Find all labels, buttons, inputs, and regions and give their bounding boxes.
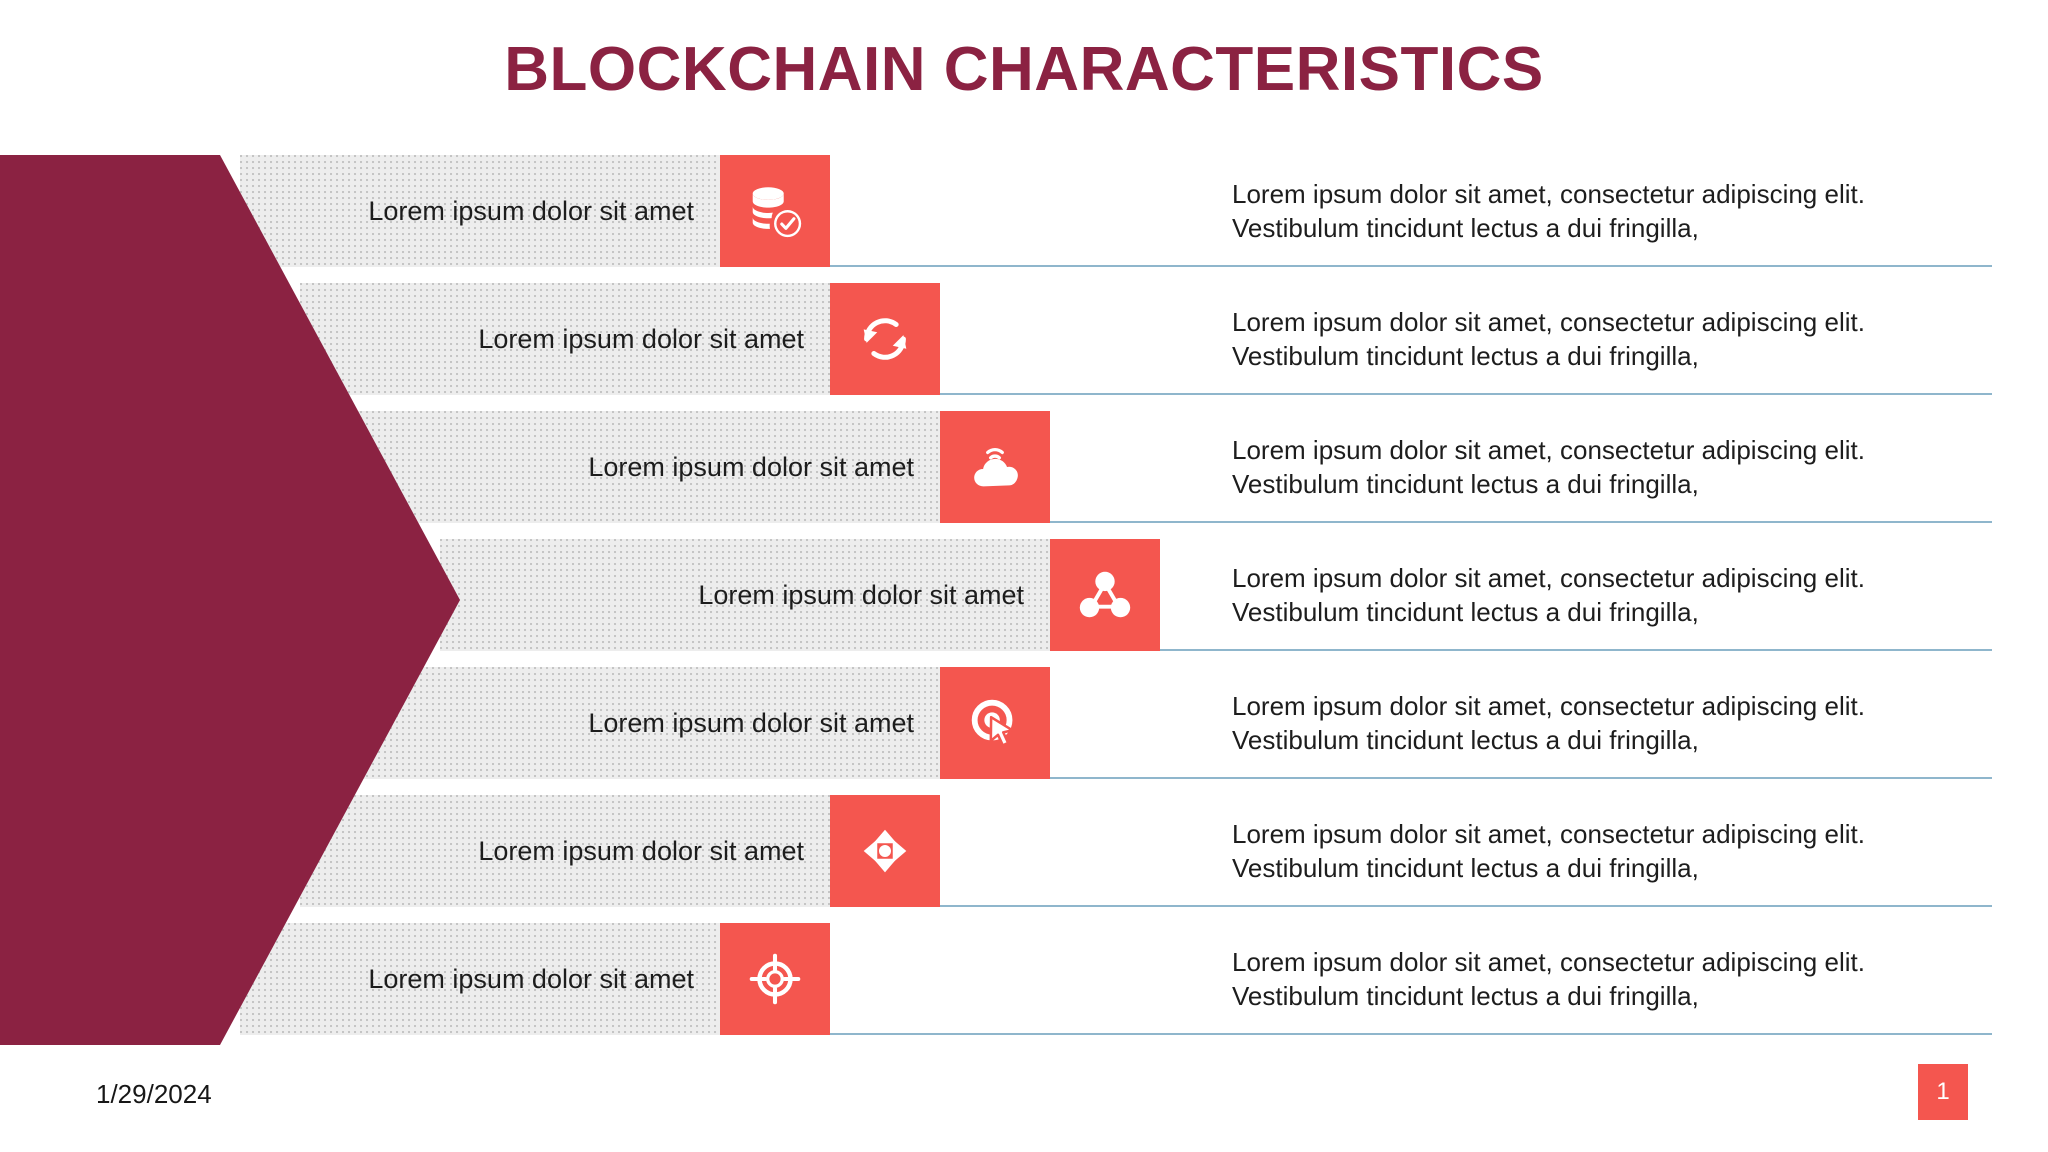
row-label: Lorem ipsum dolor sit amet (368, 195, 694, 226)
row-label-bar: Lorem ipsum dolor sit amet (440, 539, 1050, 651)
row-description: Lorem ipsum dolor sit amet, consectetur … (1232, 667, 1992, 779)
cloud-signal-icon[interactable] (940, 411, 1050, 523)
list-item[interactable]: Lorem ipsum dolor sit amet Lorem ipsum d… (0, 155, 2048, 267)
row-label: Lorem ipsum dolor sit amet (478, 835, 804, 866)
row-underline (940, 393, 1992, 395)
row-description: Lorem ipsum dolor sit amet, consectetur … (1232, 411, 1992, 523)
list-item[interactable]: Lorem ipsum dolor sit amet Lorem ipsum d… (0, 795, 2048, 907)
row-underline (830, 265, 1992, 267)
list-item[interactable]: Lorem ipsum dolor sit amet Lorem ipsum d… (0, 411, 2048, 523)
row-description: Lorem ipsum dolor sit amet, consectetur … (1232, 923, 1992, 1035)
row-description-text: Lorem ipsum dolor sit amet, consectetur … (1232, 306, 1865, 371)
row-description-text: Lorem ipsum dolor sit amet, consectetur … (1232, 946, 1865, 1011)
row-description: Lorem ipsum dolor sit amet, consectetur … (1232, 283, 1992, 395)
footer-date: 1/29/2024 (96, 1079, 212, 1109)
database-check-icon[interactable] (720, 155, 830, 267)
click-target-cursor-icon[interactable] (940, 667, 1050, 779)
row-label: Lorem ipsum dolor sit amet (588, 451, 914, 482)
row-label-bar: Lorem ipsum dolor sit amet (330, 411, 940, 523)
row-underline (830, 1033, 1992, 1035)
row-underline (1160, 649, 1992, 651)
list-item[interactable]: Lorem ipsum dolor sit amet Lorem ipsum d… (0, 283, 2048, 395)
row-label-bar: Lorem ipsum dolor sit amet (300, 283, 830, 395)
page-title: BLOCKCHAIN CHARACTERISTICS (504, 35, 1544, 104)
row-description-text: Lorem ipsum dolor sit amet, consectetur … (1232, 690, 1865, 755)
list-item[interactable]: Lorem ipsum dolor sit amet Lorem ipsum d… (0, 667, 2048, 779)
row-description-text: Lorem ipsum dolor sit amet, consectetur … (1232, 178, 1865, 243)
rows-container: Lorem ipsum dolor sit amet Lorem ipsum d… (0, 155, 2048, 1045)
move-arrows-icon[interactable] (830, 795, 940, 907)
row-label-bar: Lorem ipsum dolor sit amet (330, 667, 940, 779)
row-description-text: Lorem ipsum dolor sit amet, consectetur … (1232, 562, 1865, 627)
row-description-text: Lorem ipsum dolor sit amet, consectetur … (1232, 818, 1865, 883)
row-underline (1050, 521, 1992, 523)
network-nodes-icon[interactable] (1050, 539, 1160, 651)
row-description: Lorem ipsum dolor sit amet, consectetur … (1232, 795, 1992, 907)
row-label-bar: Lorem ipsum dolor sit amet (300, 795, 830, 907)
refresh-sync-icon[interactable] (830, 283, 940, 395)
row-description: Lorem ipsum dolor sit amet, consectetur … (1232, 539, 1992, 651)
row-label: Lorem ipsum dolor sit amet (368, 963, 694, 994)
page-number-badge: 1 (1918, 1064, 1968, 1120)
row-underline (1050, 777, 1992, 779)
list-item[interactable]: Lorem ipsum dolor sit amet Lorem ipsum d… (0, 539, 2048, 651)
row-description: Lorem ipsum dolor sit amet, consectetur … (1232, 155, 1992, 267)
list-item[interactable]: Lorem ipsum dolor sit amet Lorem ipsum d… (0, 923, 2048, 1035)
row-label-bar: Lorem ipsum dolor sit amet (240, 923, 720, 1035)
row-underline (940, 905, 1992, 907)
row-label: Lorem ipsum dolor sit amet (698, 579, 1024, 610)
row-label-bar: Lorem ipsum dolor sit amet (240, 155, 720, 267)
crosshair-target-icon[interactable] (720, 923, 830, 1035)
row-label: Lorem ipsum dolor sit amet (588, 707, 914, 738)
row-description-text: Lorem ipsum dolor sit amet, consectetur … (1232, 434, 1865, 499)
row-label: Lorem ipsum dolor sit amet (478, 323, 804, 354)
